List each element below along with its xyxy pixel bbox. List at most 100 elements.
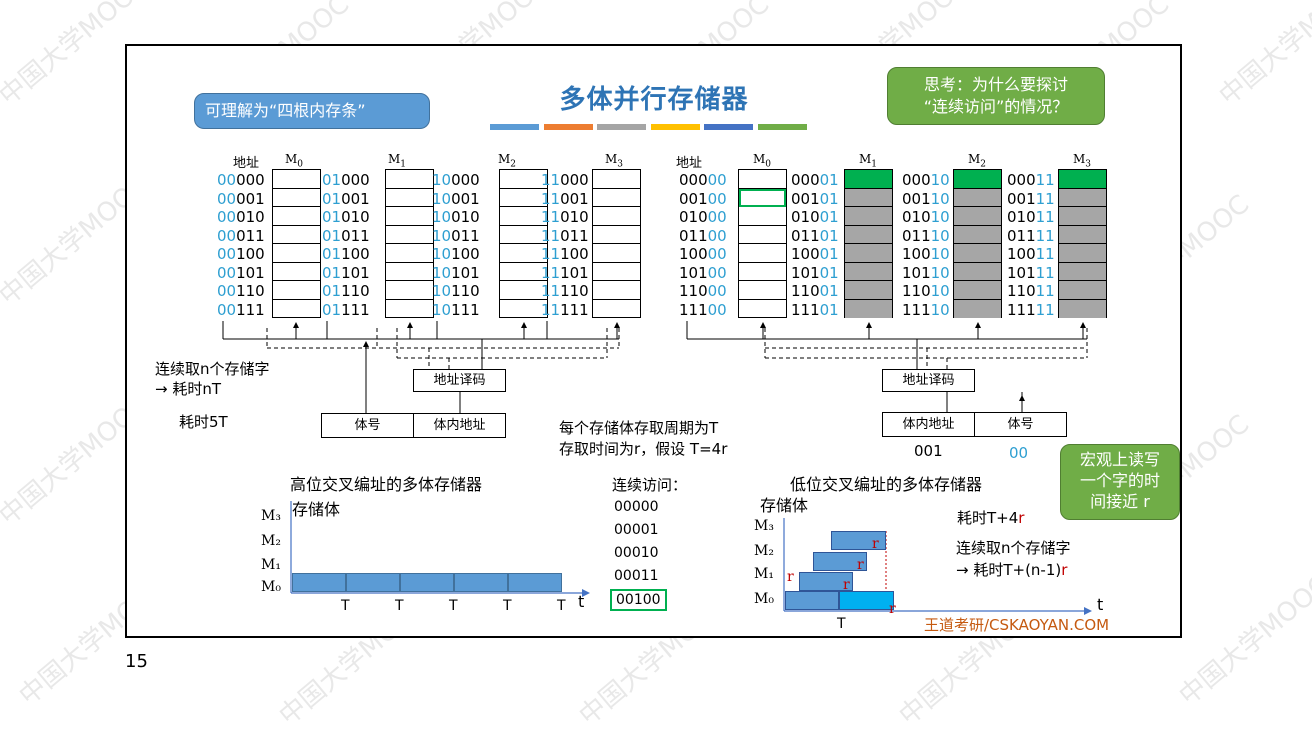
memory-cell <box>386 170 433 189</box>
memory-cell <box>500 189 547 207</box>
sequence-item: 00000 <box>614 499 659 515</box>
memory-cell <box>954 188 1001 207</box>
memory-cell <box>593 263 640 281</box>
bus-arrow <box>407 322 413 328</box>
high-row-label: M₁ <box>261 557 281 573</box>
high-access-block <box>346 573 400 592</box>
bubble-macro-line2: 一个字的时 <box>1079 471 1160 490</box>
memory-cell <box>954 170 1001 189</box>
low-field-bank-value: 00 <box>1009 444 1029 462</box>
memory-cell <box>500 263 547 281</box>
low-field-bank-number: 体号 <box>974 412 1067 437</box>
high-access-block <box>400 573 454 592</box>
low-decoder-box: 地址译码 <box>882 369 975 392</box>
high-T-label: T <box>503 598 512 614</box>
color-bar <box>490 124 539 130</box>
memory-cell <box>593 226 640 244</box>
memory-cell <box>954 207 1001 226</box>
bus-arrow <box>521 322 527 328</box>
memory-cell <box>739 226 786 244</box>
watermark-text: 中国大学MOOC <box>1173 569 1312 712</box>
memory-cell <box>739 207 786 226</box>
memory-cell <box>386 244 433 263</box>
memory-cell <box>845 170 892 189</box>
low-access-block-m1 <box>799 572 853 591</box>
memory-cell <box>593 170 640 189</box>
slide: 多体并行存储器 可理解为“四根内存条” 思考：为什么要探讨 “连续访问”的情况？… <box>125 44 1182 638</box>
low-axis-label: 存储体 <box>760 496 809 515</box>
high-diagram-title: 高位交叉编址的多体存储器 <box>290 475 483 494</box>
memory-cell <box>954 225 1001 244</box>
memory-cell <box>386 226 433 244</box>
bus-arrow <box>760 322 766 328</box>
memory-cell <box>845 225 892 244</box>
bubble-think-line2: “连续访问”的情况？ <box>923 97 1069 116</box>
bus-arrow <box>975 322 981 328</box>
r-label: r <box>843 577 850 593</box>
memory-cell <box>500 207 547 226</box>
memory-cell <box>954 299 1001 318</box>
memory-cell <box>386 189 433 207</box>
high-memory-module <box>385 169 434 318</box>
low-access-block-m0-next <box>839 591 894 610</box>
high-decoder-box: 地址译码 <box>413 369 506 392</box>
memory-cell <box>273 244 320 263</box>
high-note-line1: 连续取n个存储字 <box>155 360 270 378</box>
memory-cell <box>500 244 547 263</box>
memory-cell <box>593 189 640 207</box>
low-access-block-m2 <box>813 552 867 571</box>
high-axis-label: 存储体 <box>292 500 341 519</box>
high-module-header: M2 <box>498 152 517 170</box>
color-bar <box>757 124 807 130</box>
connection-lines <box>222 321 1088 413</box>
memory-cell <box>845 281 892 300</box>
r-label: r <box>889 601 896 617</box>
high-module-header: M1 <box>388 152 407 170</box>
memory-cell <box>593 281 640 300</box>
high-address-label: 地址 <box>233 156 260 171</box>
memory-cell <box>500 170 547 189</box>
memory-cell <box>1059 207 1106 226</box>
sequence-item: 00010 <box>614 545 659 561</box>
high-access-block <box>292 573 346 592</box>
memory-cell <box>1059 188 1106 207</box>
memory-cell <box>954 281 1001 300</box>
memory-cell <box>1059 225 1106 244</box>
high-note-line3: 耗时5T <box>179 413 228 431</box>
low-memory-module <box>1058 169 1107 318</box>
high-T-label: T <box>449 598 458 614</box>
memory-cell <box>273 263 320 281</box>
bubble-think: 思考：为什么要探讨 “连续访问”的情况？ <box>887 67 1105 125</box>
color-bar <box>597 124 646 130</box>
high-T-label: T <box>557 598 566 614</box>
memory-cell <box>954 244 1001 263</box>
memory-cell <box>739 170 786 189</box>
high-t-axis-label: t <box>578 592 585 611</box>
memory-cell <box>386 263 433 281</box>
memory-cell <box>386 207 433 226</box>
watermark-text: 中国大学MOOC <box>1213 0 1312 112</box>
memory-cell <box>593 244 640 263</box>
low-row-label: M₀ <box>754 591 774 607</box>
high-memory-module <box>272 169 321 318</box>
high-module-header: M3 <box>605 152 624 170</box>
low-field-inner-value: 001 <box>914 442 943 460</box>
high-row-label: M₃ <box>261 508 281 524</box>
slide-title: 多体并行存储器 <box>559 85 749 115</box>
memory-cell <box>739 263 786 281</box>
high-access-block <box>508 573 562 592</box>
memory-cell <box>273 226 320 244</box>
page-number: 15 <box>125 651 148 672</box>
low-field-inner-address: 体内地址 <box>882 412 975 437</box>
low-t-axis-label: t <box>1097 595 1104 614</box>
memory-cell <box>845 207 892 226</box>
bubble-four-memory-sticks: 可理解为“四根内存条” <box>194 93 430 129</box>
memory-cell <box>845 262 892 281</box>
bubble-macro-line3: 间接近 r <box>1090 492 1150 511</box>
low-diagram-title: 低位交叉编址的多体存储器 <box>790 475 983 494</box>
high-field-bank-number: 体号 <box>321 413 414 438</box>
